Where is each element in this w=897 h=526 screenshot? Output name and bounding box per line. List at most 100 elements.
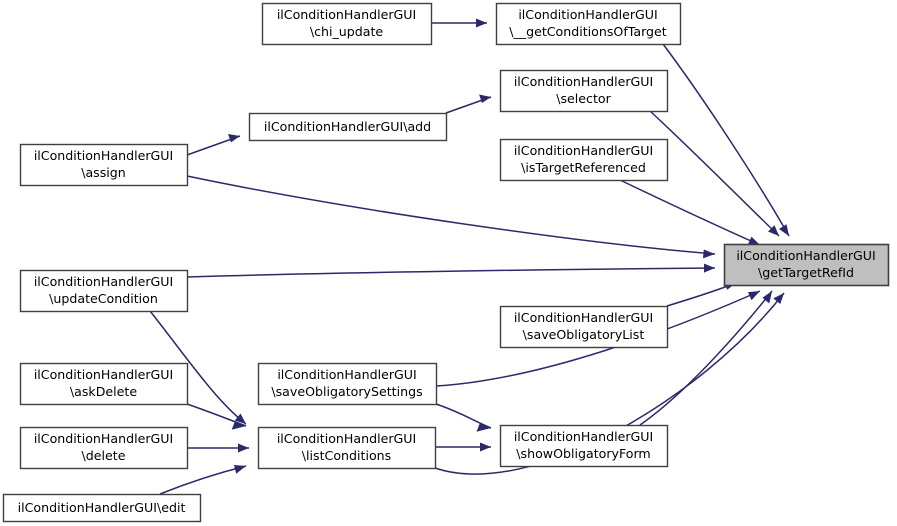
graph-node-selector[interactable]: ilConditionHandlerGUI \selector xyxy=(499,69,669,113)
edge-arrowhead-icon xyxy=(238,443,249,453)
node-label: ilConditionHandlerGUI\add xyxy=(264,119,431,134)
node-label-line1: ilConditionHandlerGUI xyxy=(514,143,653,158)
call-edge xyxy=(649,110,780,237)
node-label-line2: \updateCondition xyxy=(49,291,158,306)
edge-arrowhead-icon xyxy=(480,442,491,452)
node-label-line2: \chi_update xyxy=(310,24,384,39)
edge-arrowhead-icon xyxy=(476,423,491,432)
node-box[interactable] xyxy=(495,2,682,46)
graph-node-saveObligatorySettings[interactable]: ilConditionHandlerGUI \saveObligatorySett… xyxy=(257,362,438,406)
graph-node-updateCondition[interactable]: ilConditionHandlerGUI \updateCondition xyxy=(19,269,189,313)
node-label-line1: ilConditionHandlerGUI xyxy=(277,7,416,22)
node-label-line2: \askDelete xyxy=(70,384,137,399)
call-edge xyxy=(186,263,716,278)
node-label-line1: ilConditionHandlerGUI xyxy=(277,431,416,446)
edge-arrowhead-icon xyxy=(231,421,246,430)
node-label-line1: ilConditionHandlerGUI xyxy=(34,367,173,382)
node-box[interactable] xyxy=(19,362,189,406)
node-label-line2: \getTargetRefId xyxy=(758,265,854,280)
call-edge xyxy=(186,134,241,156)
call-edge xyxy=(445,94,492,114)
edge-line xyxy=(639,290,773,426)
edge-arrowhead-icon xyxy=(747,236,760,245)
edge-arrowhead-icon xyxy=(476,18,487,28)
edge-line xyxy=(159,465,247,495)
graph-node-showObligatoryForm[interactable]: ilConditionHandlerGUI \showObligatoryForm xyxy=(499,424,669,468)
graph-node-askDelete[interactable]: ilConditionHandlerGUI \askDelete xyxy=(19,362,189,406)
graph-node-delete[interactable]: ilConditionHandlerGUI \delete xyxy=(19,426,189,470)
node-box[interactable] xyxy=(499,305,669,349)
node-label-line2: \selector xyxy=(556,91,611,106)
edges-layer xyxy=(149,18,790,495)
call-edge xyxy=(435,403,492,432)
edge-line xyxy=(619,179,761,246)
call-edge xyxy=(187,443,249,453)
edge-line xyxy=(149,310,247,425)
edge-arrowhead-icon xyxy=(479,94,491,103)
node-label-line2: \showObligatoryForm xyxy=(516,446,650,461)
node-box[interactable] xyxy=(248,112,448,142)
node-label-line1: ilConditionHandlerGUI xyxy=(736,248,875,263)
edge-line xyxy=(186,267,716,278)
graph-node-chi_update[interactable]: ilConditionHandlerGUI \chi_update xyxy=(261,2,433,46)
node-box[interactable] xyxy=(499,69,669,113)
edge-line xyxy=(435,290,761,387)
edge-arrowhead-icon xyxy=(234,413,246,424)
node-label-line1: ilConditionHandlerGUI xyxy=(34,148,173,163)
node-label-line2: \listConditions xyxy=(302,448,391,463)
node-label-line1: ilConditionHandlerGUI xyxy=(34,431,173,446)
edge-line xyxy=(666,282,737,307)
edge-arrowhead-icon xyxy=(228,134,240,143)
node-label-line1: ilConditionHandlerGUI xyxy=(34,274,173,289)
graph-node-assign[interactable]: ilConditionHandlerGUI\assign xyxy=(19,143,189,187)
graph-node-listConditions[interactable]: ilConditionHandlerGUI \listConditions xyxy=(257,426,437,470)
node-label-line2: \isTargetReferenced xyxy=(521,160,646,175)
call-edge xyxy=(619,179,761,246)
call-edge xyxy=(435,290,761,387)
edge-arrowhead-icon xyxy=(703,249,715,259)
graph-node-add[interactable]: ilConditionHandlerGUI\add xyxy=(248,112,448,142)
edge-arrowhead-icon xyxy=(779,224,789,236)
node-box[interactable] xyxy=(19,143,189,187)
node-label-line1: ilConditionHandlerGUI xyxy=(514,310,653,325)
graph-node-edit[interactable]: ilConditionHandlerGUI\edit xyxy=(2,493,202,523)
node-label-line2: \saveObligatorySettings xyxy=(271,384,422,399)
node-box[interactable] xyxy=(499,138,669,182)
node-box[interactable] xyxy=(723,243,890,287)
graph-node-getTargetRefId[interactable]: ilConditionHandlerGUI \getTargetRefId xyxy=(723,243,890,287)
node-box[interactable] xyxy=(19,426,189,470)
call-edge xyxy=(186,175,716,259)
graph-node-isTargetReferenced[interactable]: ilConditionHandlerGUI \isTargetReferenced xyxy=(499,138,669,182)
node-box[interactable] xyxy=(261,2,433,46)
node-label-line1: ilConditionHandlerGUI xyxy=(518,7,657,22)
node-box[interactable] xyxy=(257,362,438,406)
graph-node-saveObligatoryList[interactable]: ilConditionHandlerGUI \saveObligatoryList xyxy=(499,305,669,349)
edge-line xyxy=(662,43,790,237)
node-label-line2: \__getConditionsOfTarget xyxy=(509,24,667,39)
call-edge xyxy=(186,403,247,430)
graph-node-getConditionsOfTarget[interactable]: ilConditionHandlerGUI \__getConditionsOfT… xyxy=(495,2,682,46)
call-edge xyxy=(639,290,773,426)
call-edge xyxy=(159,465,247,495)
node-label-line2: \saveObligatoryList xyxy=(523,327,645,342)
node-label-line1: ilConditionHandlerGUI xyxy=(514,74,653,89)
node-label: ilConditionHandlerGUI\edit xyxy=(18,500,186,515)
edge-arrowhead-icon xyxy=(234,465,246,474)
edge-line xyxy=(435,403,492,429)
node-box[interactable] xyxy=(2,493,202,523)
edge-line xyxy=(649,110,780,237)
node-label-line2: \delete xyxy=(82,448,126,463)
edge-arrowhead-icon xyxy=(704,263,715,273)
node-label-line1: ilConditionHandlerGUI xyxy=(514,429,653,444)
node-box[interactable] xyxy=(499,424,669,468)
node-box[interactable] xyxy=(19,269,189,313)
call-edge xyxy=(149,310,247,425)
node-label-line1: ilConditionHandlerGUI xyxy=(277,367,416,382)
edge-arrowhead-icon xyxy=(773,293,784,304)
edge-arrowhead-icon xyxy=(762,291,772,304)
node-box[interactable] xyxy=(257,426,437,470)
edge-arrowhead-icon xyxy=(768,225,779,236)
